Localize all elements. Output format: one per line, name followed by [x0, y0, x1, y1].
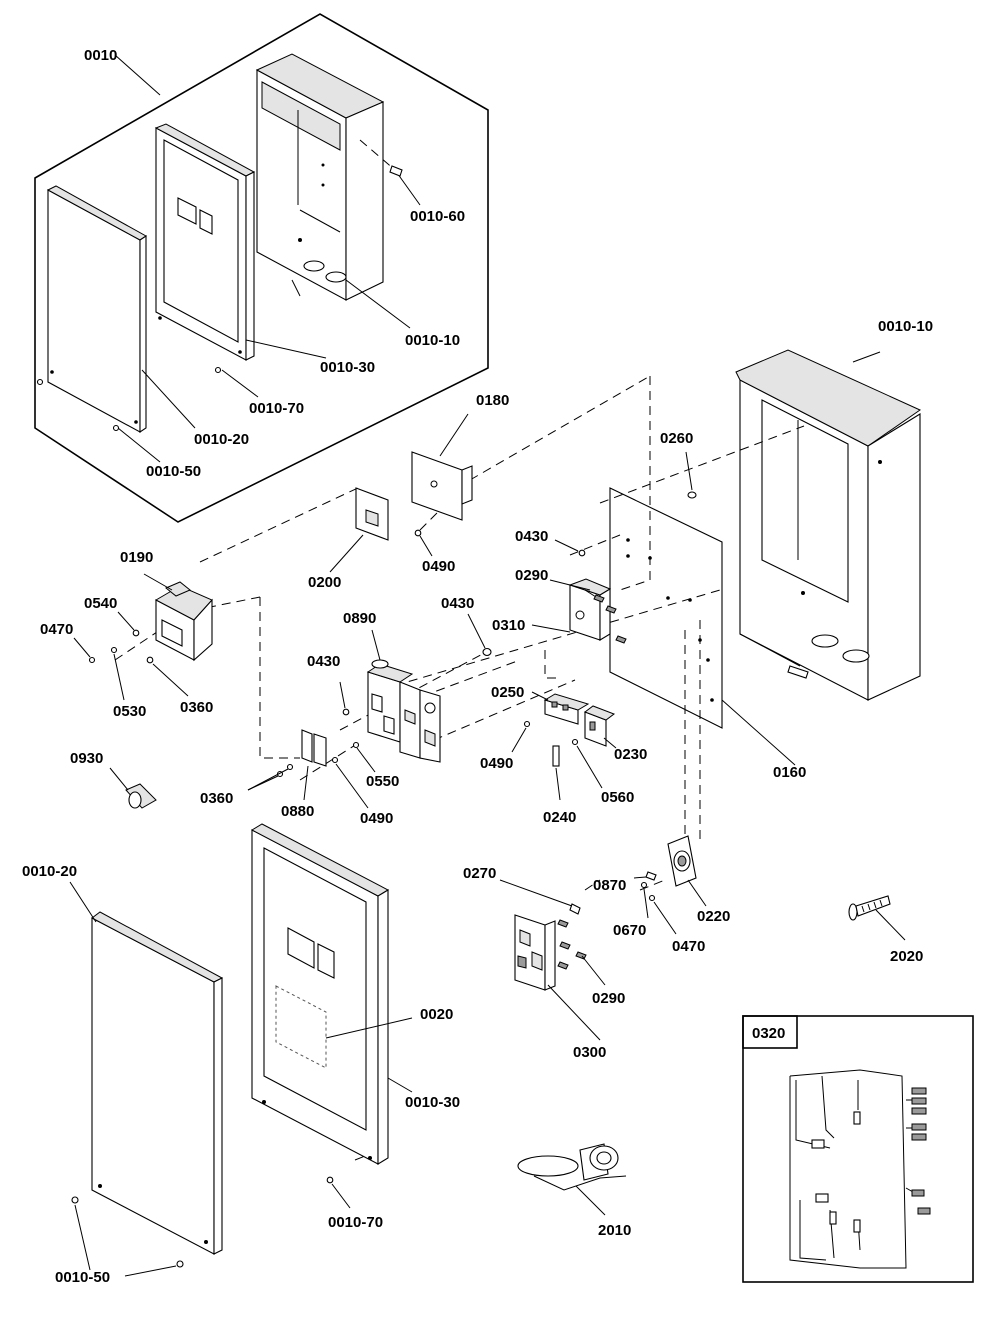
- callout-0530: 0530: [113, 703, 146, 720]
- callout-0320: 0320: [752, 1025, 785, 1042]
- screw-0470-a: [73, 637, 96, 664]
- screw-0670: [640, 881, 649, 919]
- harness-box-0320: [742, 1015, 974, 1283]
- screw-0270: [499, 879, 581, 915]
- callout-0160: 0160: [773, 764, 806, 781]
- callout-0930: 0930: [70, 750, 103, 767]
- kit-0010-panel: [34, 13, 489, 523]
- screw-0430-a: [554, 539, 586, 557]
- door-small: [46, 185, 147, 434]
- callout-labels: 0010 0010-60 0010-10 0010-30 0010-70 001…: [22, 47, 933, 1286]
- callout-0010-20-bottom: 0010-20: [22, 863, 77, 880]
- callout-0890: 0890: [343, 610, 376, 627]
- callout-0490-a: 0490: [422, 558, 455, 575]
- deadfront-small: [154, 123, 256, 361]
- cover-0200: [329, 487, 389, 573]
- screw-0490-b: [511, 720, 531, 753]
- screw-0550: [352, 741, 376, 773]
- screw-0010-70-top: [214, 366, 222, 374]
- enclosure-large: [735, 349, 922, 701]
- deadfront-large: [250, 823, 413, 1165]
- callout-2020: 2020: [890, 948, 923, 965]
- callout-0290-a: 0290: [515, 567, 548, 584]
- screws-0360-b: [247, 763, 294, 791]
- callout-0200: 0200: [308, 574, 341, 591]
- washer-0260: [685, 451, 697, 499]
- callout-0490-b: 0490: [480, 755, 513, 772]
- screw-0010-50-top: [36, 378, 120, 432]
- callout-0540: 0540: [84, 595, 117, 612]
- callout-0010-30-bottom: 0010-30: [405, 1094, 460, 1111]
- screws-0290-a: [549, 579, 627, 644]
- callout-0260: 0260: [660, 430, 693, 447]
- screw-0870: [633, 871, 657, 881]
- callout-0670: 0670: [613, 922, 646, 939]
- screws-0290-b: [557, 919, 606, 986]
- contactor-0190: [143, 573, 213, 662]
- callout-0010: 0010: [84, 47, 117, 64]
- screw-0560: [571, 738, 603, 789]
- callout-0360-b: 0360: [200, 790, 233, 807]
- callout-0290-b: 0290: [592, 990, 625, 1007]
- screw-0540: [117, 611, 140, 637]
- callout-0010-10-right: 0010-10: [878, 318, 933, 335]
- callout-0010-10-top: 0010-10: [405, 332, 460, 349]
- screw-0430-b: [339, 681, 350, 716]
- current-transformer-2010: [517, 1143, 627, 1216]
- callout-0470-b: 0470: [672, 938, 705, 955]
- callout-0250: 0250: [491, 684, 524, 701]
- screw-0490-c: [331, 756, 369, 809]
- callout-0010-20-top: 0010-20: [194, 431, 249, 448]
- screw-0010-70-bottom: [326, 1176, 351, 1209]
- receptacle-0220: [667, 835, 707, 907]
- callout-0360-a: 0360: [180, 699, 213, 716]
- callout-0010-70-top: 0010-70: [249, 400, 304, 417]
- relay-0310: [531, 578, 612, 641]
- screw-0490-a: [414, 529, 433, 557]
- screw-0360-a: [146, 656, 189, 697]
- callout-0180: 0180: [476, 392, 509, 409]
- control-board-0890: [366, 629, 441, 763]
- screws-0010-50-bottom: [71, 1196, 184, 1277]
- callout-0010-60: 0010-60: [410, 208, 465, 225]
- washer-0430-c: [467, 613, 492, 657]
- lug-0230: [583, 705, 617, 749]
- callout-0300: 0300: [573, 1044, 606, 1061]
- callout-0220: 0220: [697, 908, 730, 925]
- callout-0020: 0020: [420, 1006, 453, 1023]
- bracket-0180: [411, 413, 473, 521]
- spring-0930: [109, 767, 157, 809]
- door-large: [69, 881, 224, 1255]
- callout-0010-30-top: 0010-30: [320, 359, 375, 376]
- callout-0550: 0550: [366, 773, 399, 790]
- callout-2010: 2010: [598, 1222, 631, 1239]
- screw-0530: [110, 646, 125, 701]
- callout-0230: 0230: [614, 746, 647, 763]
- fuse-0240: [552, 745, 561, 801]
- callout-0240: 0240: [543, 809, 576, 826]
- assembly-lines: [114, 375, 805, 1161]
- callout-0010-50-top: 0010-50: [146, 463, 201, 480]
- screw-0470-b: [648, 894, 677, 935]
- callout-0430-b: 0430: [307, 653, 340, 670]
- callout-0870: 0870: [593, 877, 626, 894]
- callout-0490-c: 0490: [360, 810, 393, 827]
- bracket-0880: [301, 729, 327, 801]
- enclosure-small: [255, 53, 385, 301]
- callout-0560: 0560: [601, 789, 634, 806]
- callout-0470-a: 0470: [40, 621, 73, 638]
- callout-0010-50-bottom: 0010-50: [55, 1269, 110, 1286]
- terminal-0250: [531, 691, 590, 725]
- callout-0880: 0880: [281, 803, 314, 820]
- callout-0190: 0190: [120, 549, 153, 566]
- screw-0010-60: [389, 165, 403, 177]
- callout-0310: 0310: [492, 617, 525, 634]
- callout-0010-70-bottom: 0010-70: [328, 1214, 383, 1231]
- breaker-board-0300: [514, 914, 601, 1041]
- callout-0430-a: 0430: [515, 528, 548, 545]
- callout-0430-c: 0430: [441, 595, 474, 612]
- callout-0270: 0270: [463, 865, 496, 882]
- bolt-2020: [848, 895, 906, 941]
